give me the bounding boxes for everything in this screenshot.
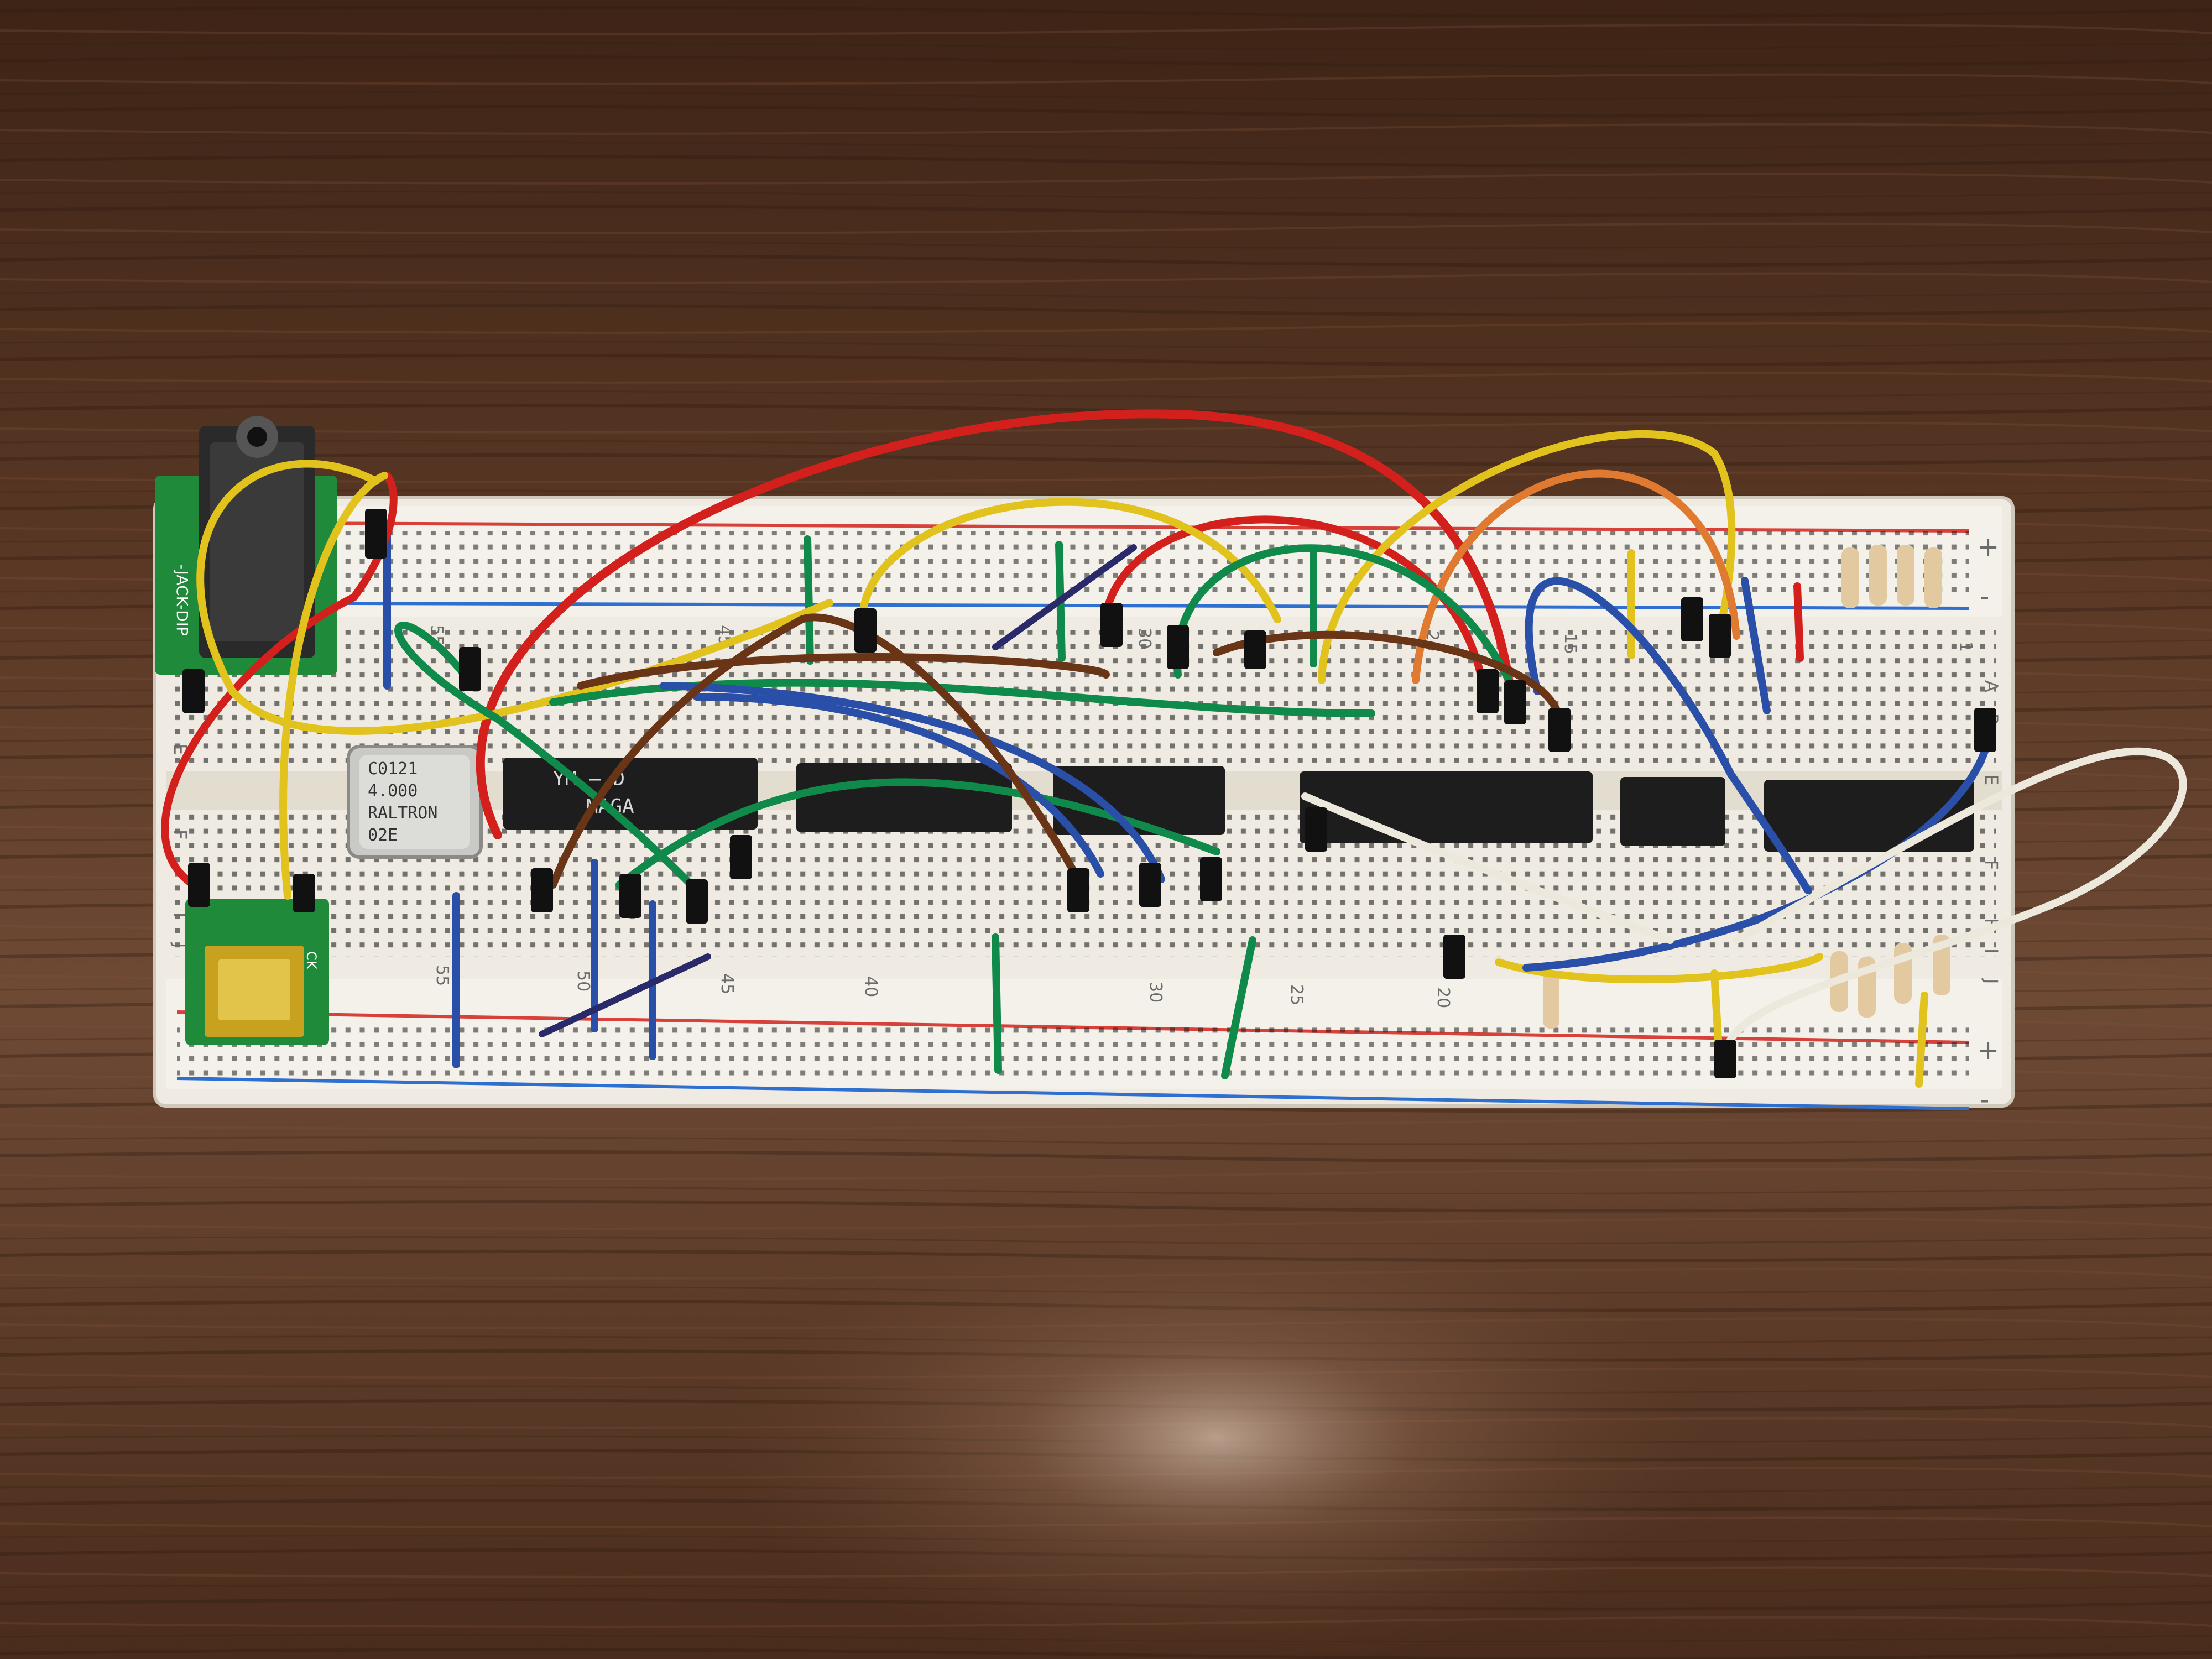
bottom-rail-holes (177, 1023, 1969, 1078)
wire-brown-3 (1213, 630, 1563, 723)
top-rail-holes (177, 531, 1969, 597)
wire-brown-2 (577, 653, 1110, 690)
audio-jack-board: -JACK-DIP (155, 416, 337, 675)
crystal-oscillator: C0121 4.000 RALTRON 02E (347, 745, 483, 859)
col-number-top: 15 (1561, 633, 1580, 654)
col-number-top: 30 (1135, 628, 1154, 649)
row-letter-right: A (1981, 680, 2002, 692)
wire-blue-right (1525, 577, 1812, 894)
row-letter-left: J (170, 942, 191, 948)
row-letter-right: F (1981, 860, 2002, 870)
oscillator-line3: RALTRON (368, 804, 437, 823)
light-glare (719, 1206, 1714, 1659)
audio-jack-label: -JACK-DIP (173, 564, 191, 636)
col-number-bottom: 20 (1433, 987, 1453, 1008)
resistor-single (1543, 973, 1559, 1029)
jumper-wires (161, 409, 2187, 1055)
resistor-array-top (1841, 545, 1942, 608)
row-letter-right: E (1981, 774, 2002, 785)
bottom-rail-minus-label: - (1980, 1084, 1989, 1115)
row-letter-right: J (1981, 978, 2002, 984)
row-letter-left: I (170, 912, 191, 917)
col-number-bottom: 25 (1287, 984, 1306, 1005)
ic-chip-3 (1053, 766, 1225, 835)
wire-blue-2 (693, 693, 1104, 878)
ic-chip-5 (1620, 777, 1725, 846)
col-number-bottom: 30 (1146, 982, 1165, 1003)
wire-yellow-loop (196, 460, 833, 735)
col-number-bottom: 50 (573, 971, 593, 992)
wire-orange (1412, 469, 1740, 684)
wire-brown-1 (549, 613, 1082, 889)
top-rail-blue-line (176, 601, 1969, 610)
col-number-bottom: 55 (432, 965, 452, 986)
top-rail-plus-label: + (1977, 531, 1999, 562)
wire-blue-1 (660, 682, 1165, 883)
col-number-bottom: 40 (861, 976, 880, 997)
oscillator-line1: C0121 (368, 759, 418, 779)
usb-board-label: CK (304, 951, 319, 970)
wire-yellow-mid (859, 498, 1281, 623)
top-rail-minus-label: - (1980, 581, 1989, 612)
row-letter-left: F (170, 830, 191, 839)
bottom-rail-plus-label: + (1977, 1035, 1999, 1066)
ic-chip-2 (796, 763, 1012, 832)
top-rail-red-line (176, 521, 1969, 533)
wire-green-mid (1173, 544, 1525, 712)
wire-green-low (615, 778, 1220, 889)
wire-green-left (394, 622, 701, 894)
oscillator-line2: 4.000 (368, 781, 418, 801)
short-jumpers (383, 521, 1928, 1088)
wire-yellow-left (279, 472, 388, 900)
wire-red-left (161, 472, 398, 889)
col-number-bottom: 45 (717, 973, 737, 994)
wire-white-mid (1301, 792, 1674, 944)
wire-ends (182, 509, 1996, 1078)
ic-chip-4 (1300, 771, 1593, 843)
col-number-top: 1 (1956, 641, 1975, 652)
wire-yellow-bottom (1495, 953, 1823, 984)
oscillator-line4: 02E (368, 826, 398, 845)
row-letter-right: I (1981, 948, 2002, 953)
bottom-rail-blue-line (176, 1077, 1969, 1110)
wire-white-right (1721, 747, 2187, 1055)
usb-board: CK (185, 899, 329, 1045)
